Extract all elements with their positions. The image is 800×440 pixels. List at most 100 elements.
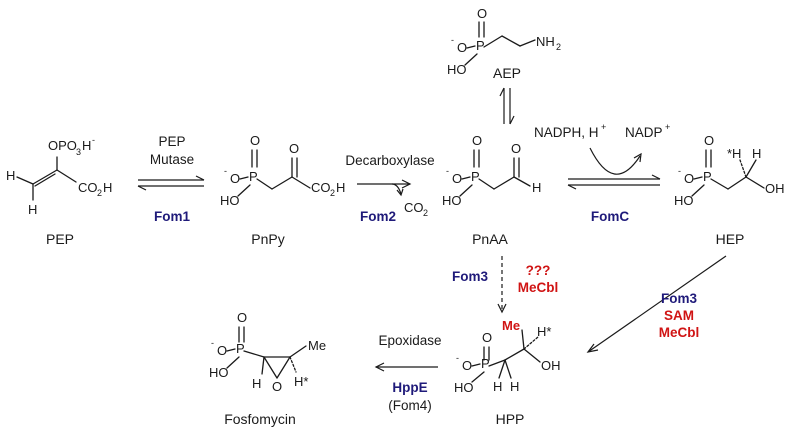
svg-text:Me: Me — [502, 318, 520, 333]
step1-equilibrium-arrow — [137, 175, 205, 191]
svg-text:H: H — [82, 138, 91, 153]
svg-text:-: - — [92, 135, 95, 145]
svg-text:O: O — [462, 358, 472, 373]
svg-text:OH: OH — [765, 181, 785, 196]
svg-text:HO: HO — [674, 193, 694, 208]
svg-text:-: - — [224, 166, 227, 176]
svg-text:OPO: OPO — [48, 138, 77, 153]
hep-structure: O O - P HO *H H OH — [674, 133, 785, 208]
svg-text:H: H — [6, 168, 15, 183]
svg-text:P: P — [236, 341, 245, 356]
svg-text:H*: H* — [537, 324, 551, 339]
svg-text:*H: *H — [727, 146, 741, 161]
svg-text:H: H — [252, 376, 261, 391]
pnaa-label: PnAA — [472, 231, 508, 247]
svg-text:-: - — [446, 166, 449, 176]
svg-text:CO: CO — [78, 180, 98, 195]
svg-text:H: H — [752, 146, 761, 161]
aep-label: AEP — [493, 65, 521, 81]
pnaa-structure: O O - P HO O H — [442, 133, 541, 208]
step5-arrow — [374, 362, 438, 372]
svg-text:HO: HO — [442, 193, 462, 208]
svg-text:NADP: NADP — [625, 125, 663, 140]
svg-text:O: O — [217, 343, 227, 358]
svg-text:O: O — [230, 171, 240, 186]
svg-text:Me: Me — [308, 338, 326, 353]
pnpy-structure: O O - P HO O CO 2 H — [220, 133, 345, 208]
step1-reagent-line1: PEP — [158, 134, 185, 149]
svg-text:-: - — [451, 35, 454, 45]
step4-dashed-cofactor: MeCbl — [518, 280, 559, 295]
svg-text:HO: HO — [454, 380, 474, 395]
svg-text:O: O — [704, 133, 714, 148]
step4-enzyme: Fom3 — [661, 291, 697, 306]
svg-text:O: O — [477, 6, 487, 21]
step5-enzyme: HppE — [392, 380, 427, 395]
step4-dashed-unknown: ??? — [526, 263, 551, 278]
step1-enzyme: Fom1 — [154, 209, 190, 224]
svg-text:O: O — [272, 379, 282, 394]
pep-label: PEP — [46, 231, 74, 247]
svg-text:H*: H* — [294, 374, 308, 389]
svg-text:OH: OH — [541, 358, 561, 373]
svg-text:+: + — [665, 122, 670, 132]
step4-dashed-enzyme: Fom3 — [452, 269, 488, 284]
svg-text:2: 2 — [97, 188, 102, 198]
svg-text:O: O — [684, 171, 694, 186]
svg-text:O: O — [482, 330, 492, 345]
step4-dashed-arrow — [497, 256, 507, 314]
svg-text:O: O — [250, 133, 260, 148]
step2-arrow — [357, 179, 412, 197]
svg-text:2: 2 — [330, 188, 335, 198]
step4-cofactor-sam: SAM — [664, 308, 694, 323]
svg-text:-: - — [456, 353, 459, 363]
svg-text:+: + — [601, 122, 606, 132]
step3-cofactor-out: NADP + — [625, 122, 670, 140]
step2-enzyme: Fom2 — [360, 209, 396, 224]
svg-text:O: O — [452, 171, 462, 186]
svg-text:HO: HO — [447, 62, 467, 77]
step4-cofactor-mecbl: MeCbl — [659, 325, 700, 340]
step3-equilibrium-arrow — [567, 147, 661, 190]
svg-text:P: P — [481, 356, 490, 371]
co2-byproduct: CO 2 — [404, 200, 428, 218]
step2-reagent: Decarboxylase — [345, 153, 434, 168]
fosfomycin-label: Fosfomycin — [224, 411, 296, 427]
svg-text:2: 2 — [556, 42, 561, 52]
aep-pnaa-equilibrium-arrow — [499, 87, 515, 125]
svg-text:H: H — [103, 180, 112, 195]
svg-text:NH: NH — [536, 34, 555, 49]
pnpy-label: PnPy — [251, 231, 284, 247]
svg-text:2: 2 — [423, 208, 428, 218]
svg-text:O: O — [237, 310, 247, 325]
hpp-structure: O O - P HO H H Me H* OH — [454, 318, 561, 395]
svg-text:P: P — [249, 169, 258, 184]
step1-reagent-line2: Mutase — [150, 152, 194, 167]
fosfomycin-structure: O O - P HO O H H* Me — [209, 310, 326, 394]
svg-text:O: O — [289, 141, 299, 156]
aep-structure: O O - P HO NH 2 — [447, 6, 561, 77]
svg-text:P: P — [476, 38, 485, 53]
step3-enzyme: FomC — [591, 209, 629, 224]
step5-enzyme-alias: (Fom4) — [388, 398, 432, 413]
svg-text:CO: CO — [311, 180, 331, 195]
svg-text:H: H — [28, 202, 37, 217]
svg-text:P: P — [471, 169, 480, 184]
svg-text:-: - — [678, 166, 681, 176]
svg-text:H: H — [493, 379, 502, 394]
svg-text:HO: HO — [209, 365, 229, 380]
svg-text:O: O — [511, 141, 521, 156]
step4-arrow — [586, 255, 727, 353]
svg-text:HO: HO — [220, 193, 240, 208]
svg-text:H: H — [532, 180, 541, 195]
svg-text:CO: CO — [404, 200, 424, 215]
svg-text:NADPH, H: NADPH, H — [534, 125, 599, 140]
svg-text:O: O — [472, 133, 482, 148]
svg-text:H: H — [336, 180, 345, 195]
svg-text:-: - — [211, 338, 214, 348]
svg-text:3: 3 — [76, 147, 81, 157]
svg-text:O: O — [457, 40, 467, 55]
svg-text:P: P — [703, 169, 712, 184]
hpp-label: HPP — [496, 411, 525, 427]
